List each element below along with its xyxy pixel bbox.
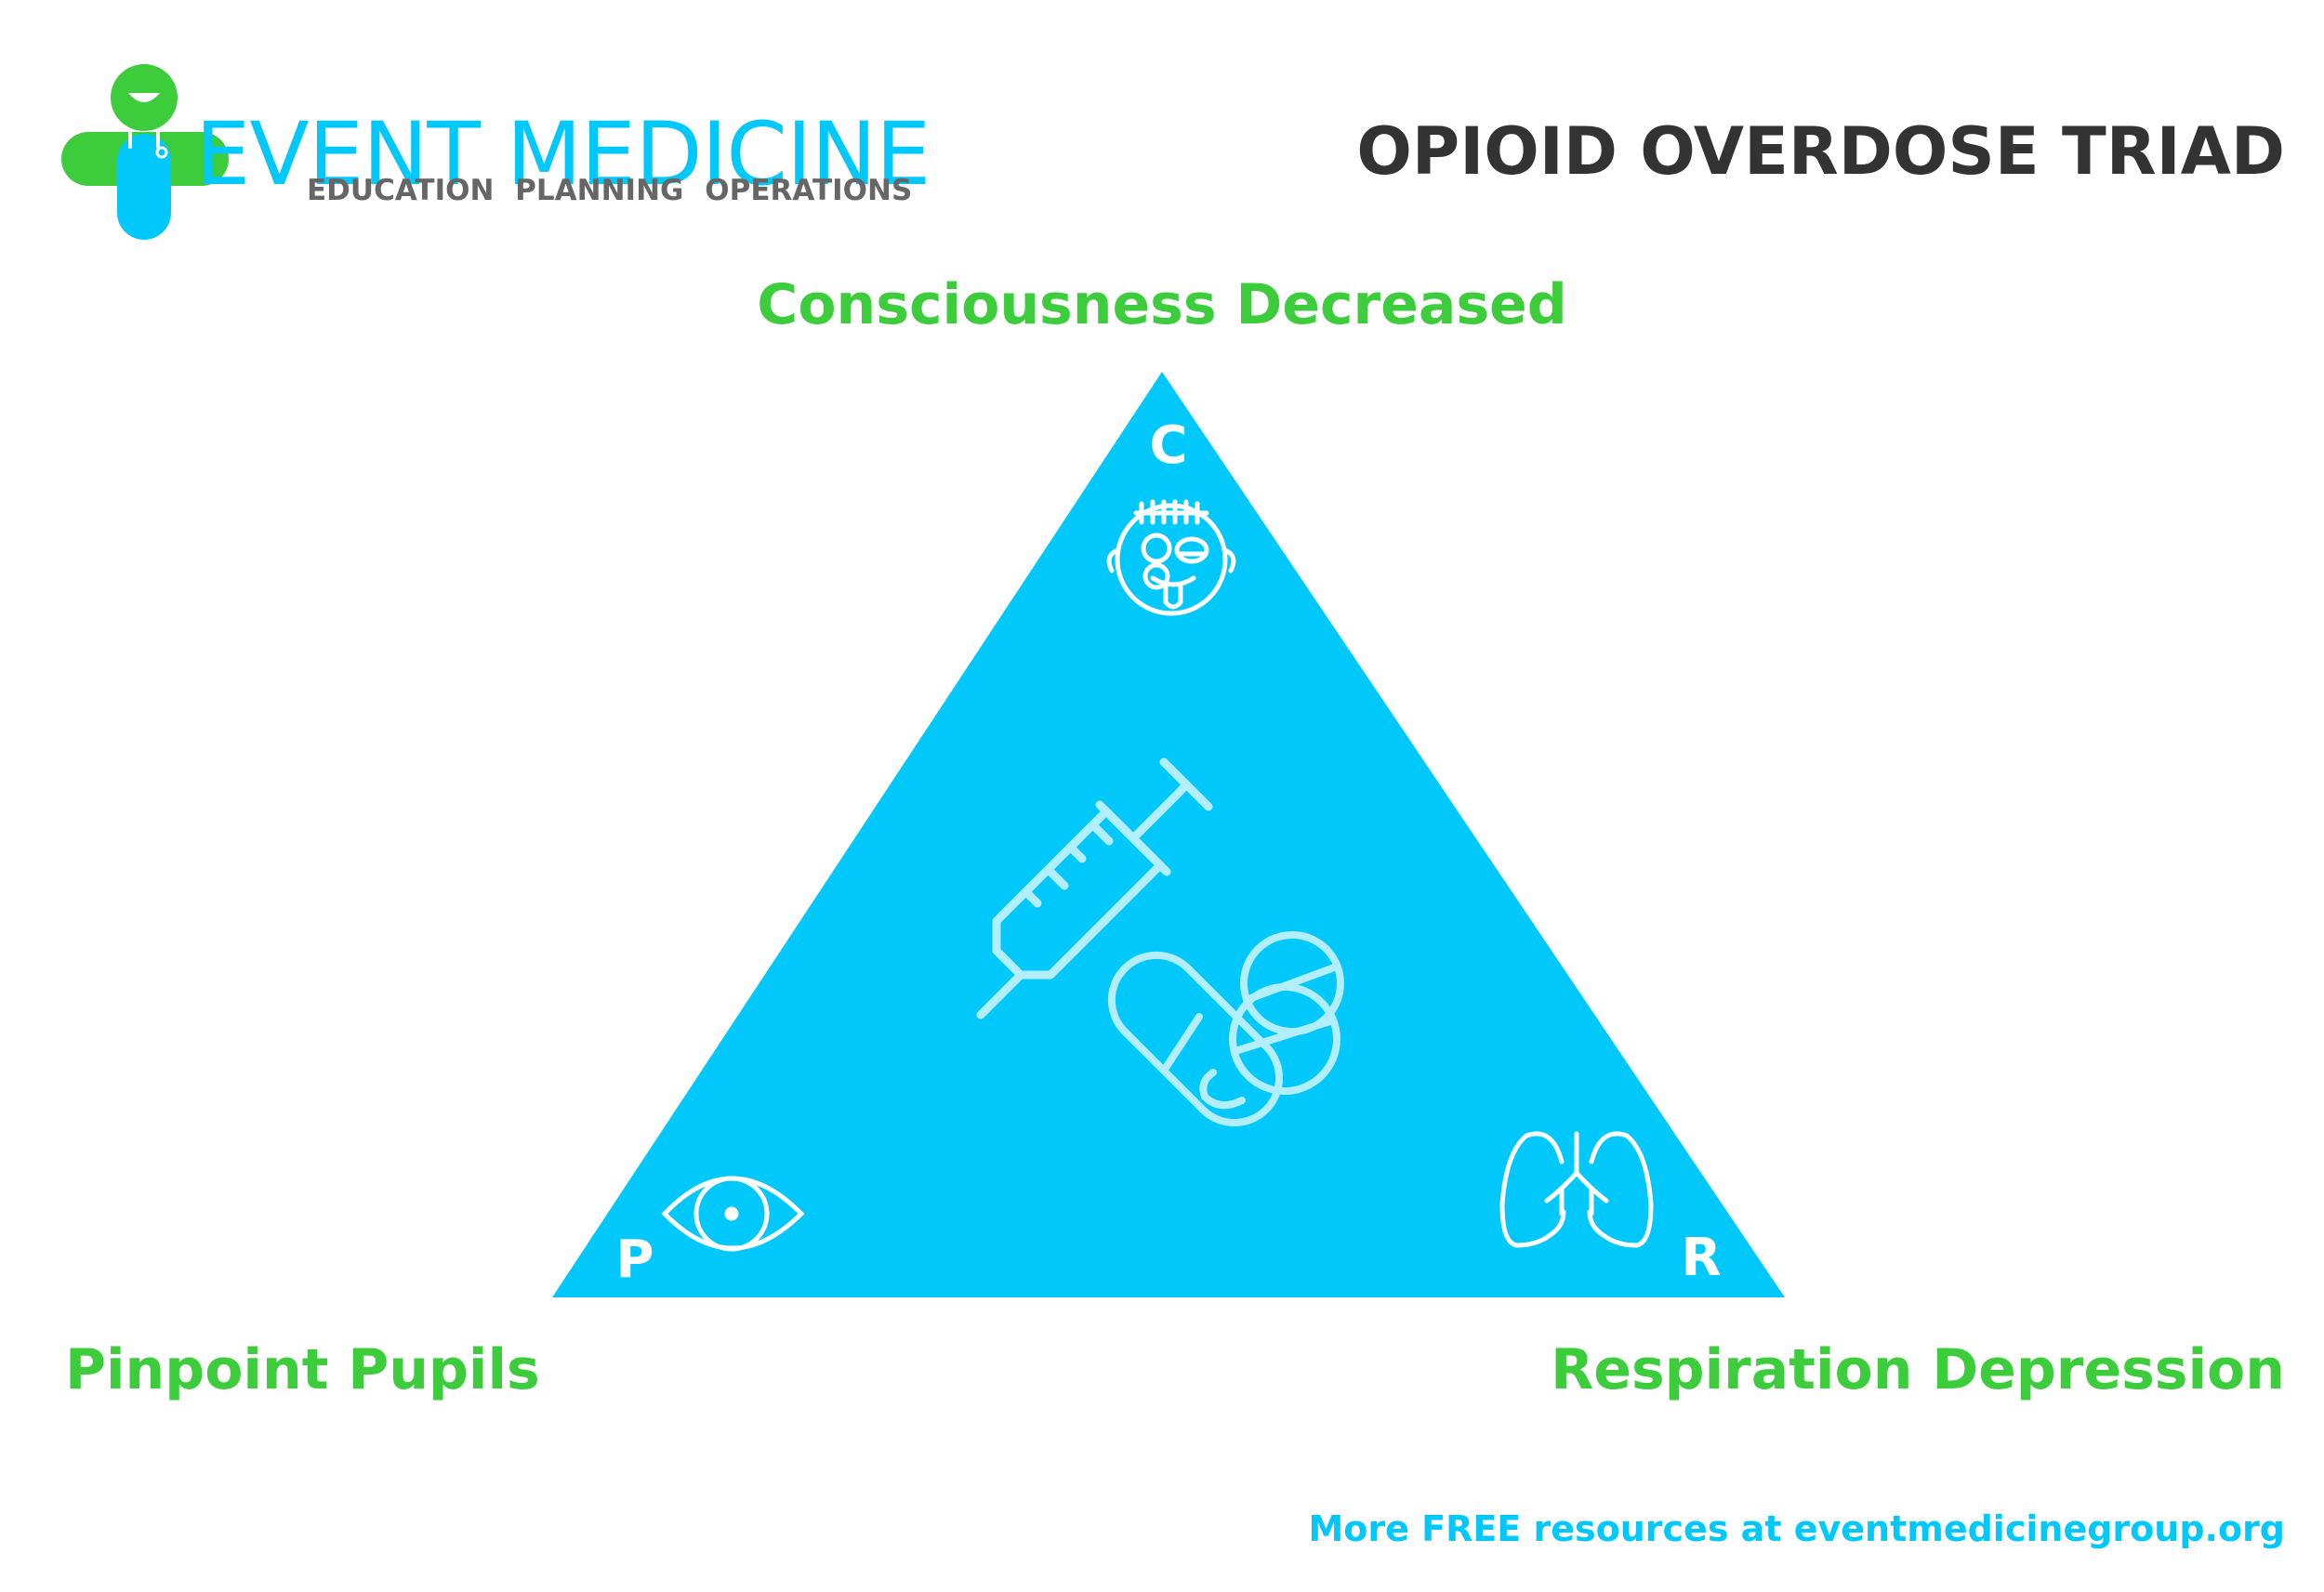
vertex-letter-r: R xyxy=(1681,1228,1721,1288)
vertex-letter-c: C xyxy=(1149,415,1187,476)
syringe-icon xyxy=(976,757,1213,1020)
dizzy-face-icon xyxy=(1106,499,1236,616)
lungs-icon xyxy=(1499,1131,1654,1248)
eye-icon xyxy=(661,1176,805,1252)
label-respiration: Respiration Depression xyxy=(1551,1337,2285,1402)
pills-icon xyxy=(1107,931,1344,1127)
brand-name: EVENT MEDICINE xyxy=(195,104,931,205)
vertex-letter-p: P xyxy=(615,1230,654,1290)
label-pupils: Pinpoint Pupils xyxy=(65,1337,540,1402)
medical-cross-person-icon xyxy=(61,64,229,240)
triad-triangle xyxy=(552,372,1785,1297)
brand-logo[interactable]: EVENT MEDICINE EDUCATION PLANNING OPERAT… xyxy=(56,56,948,242)
label-consciousness: Consciousness Decreased xyxy=(757,272,1567,337)
page-title: OPIOID OVERDOSE TRIAD xyxy=(1356,113,2285,190)
footer-resources-link[interactable]: More FREE resources at eventmedicinegrou… xyxy=(1308,1508,2285,1549)
brand-tagline: EDUCATION PLANNING OPERATIONS xyxy=(307,174,913,207)
